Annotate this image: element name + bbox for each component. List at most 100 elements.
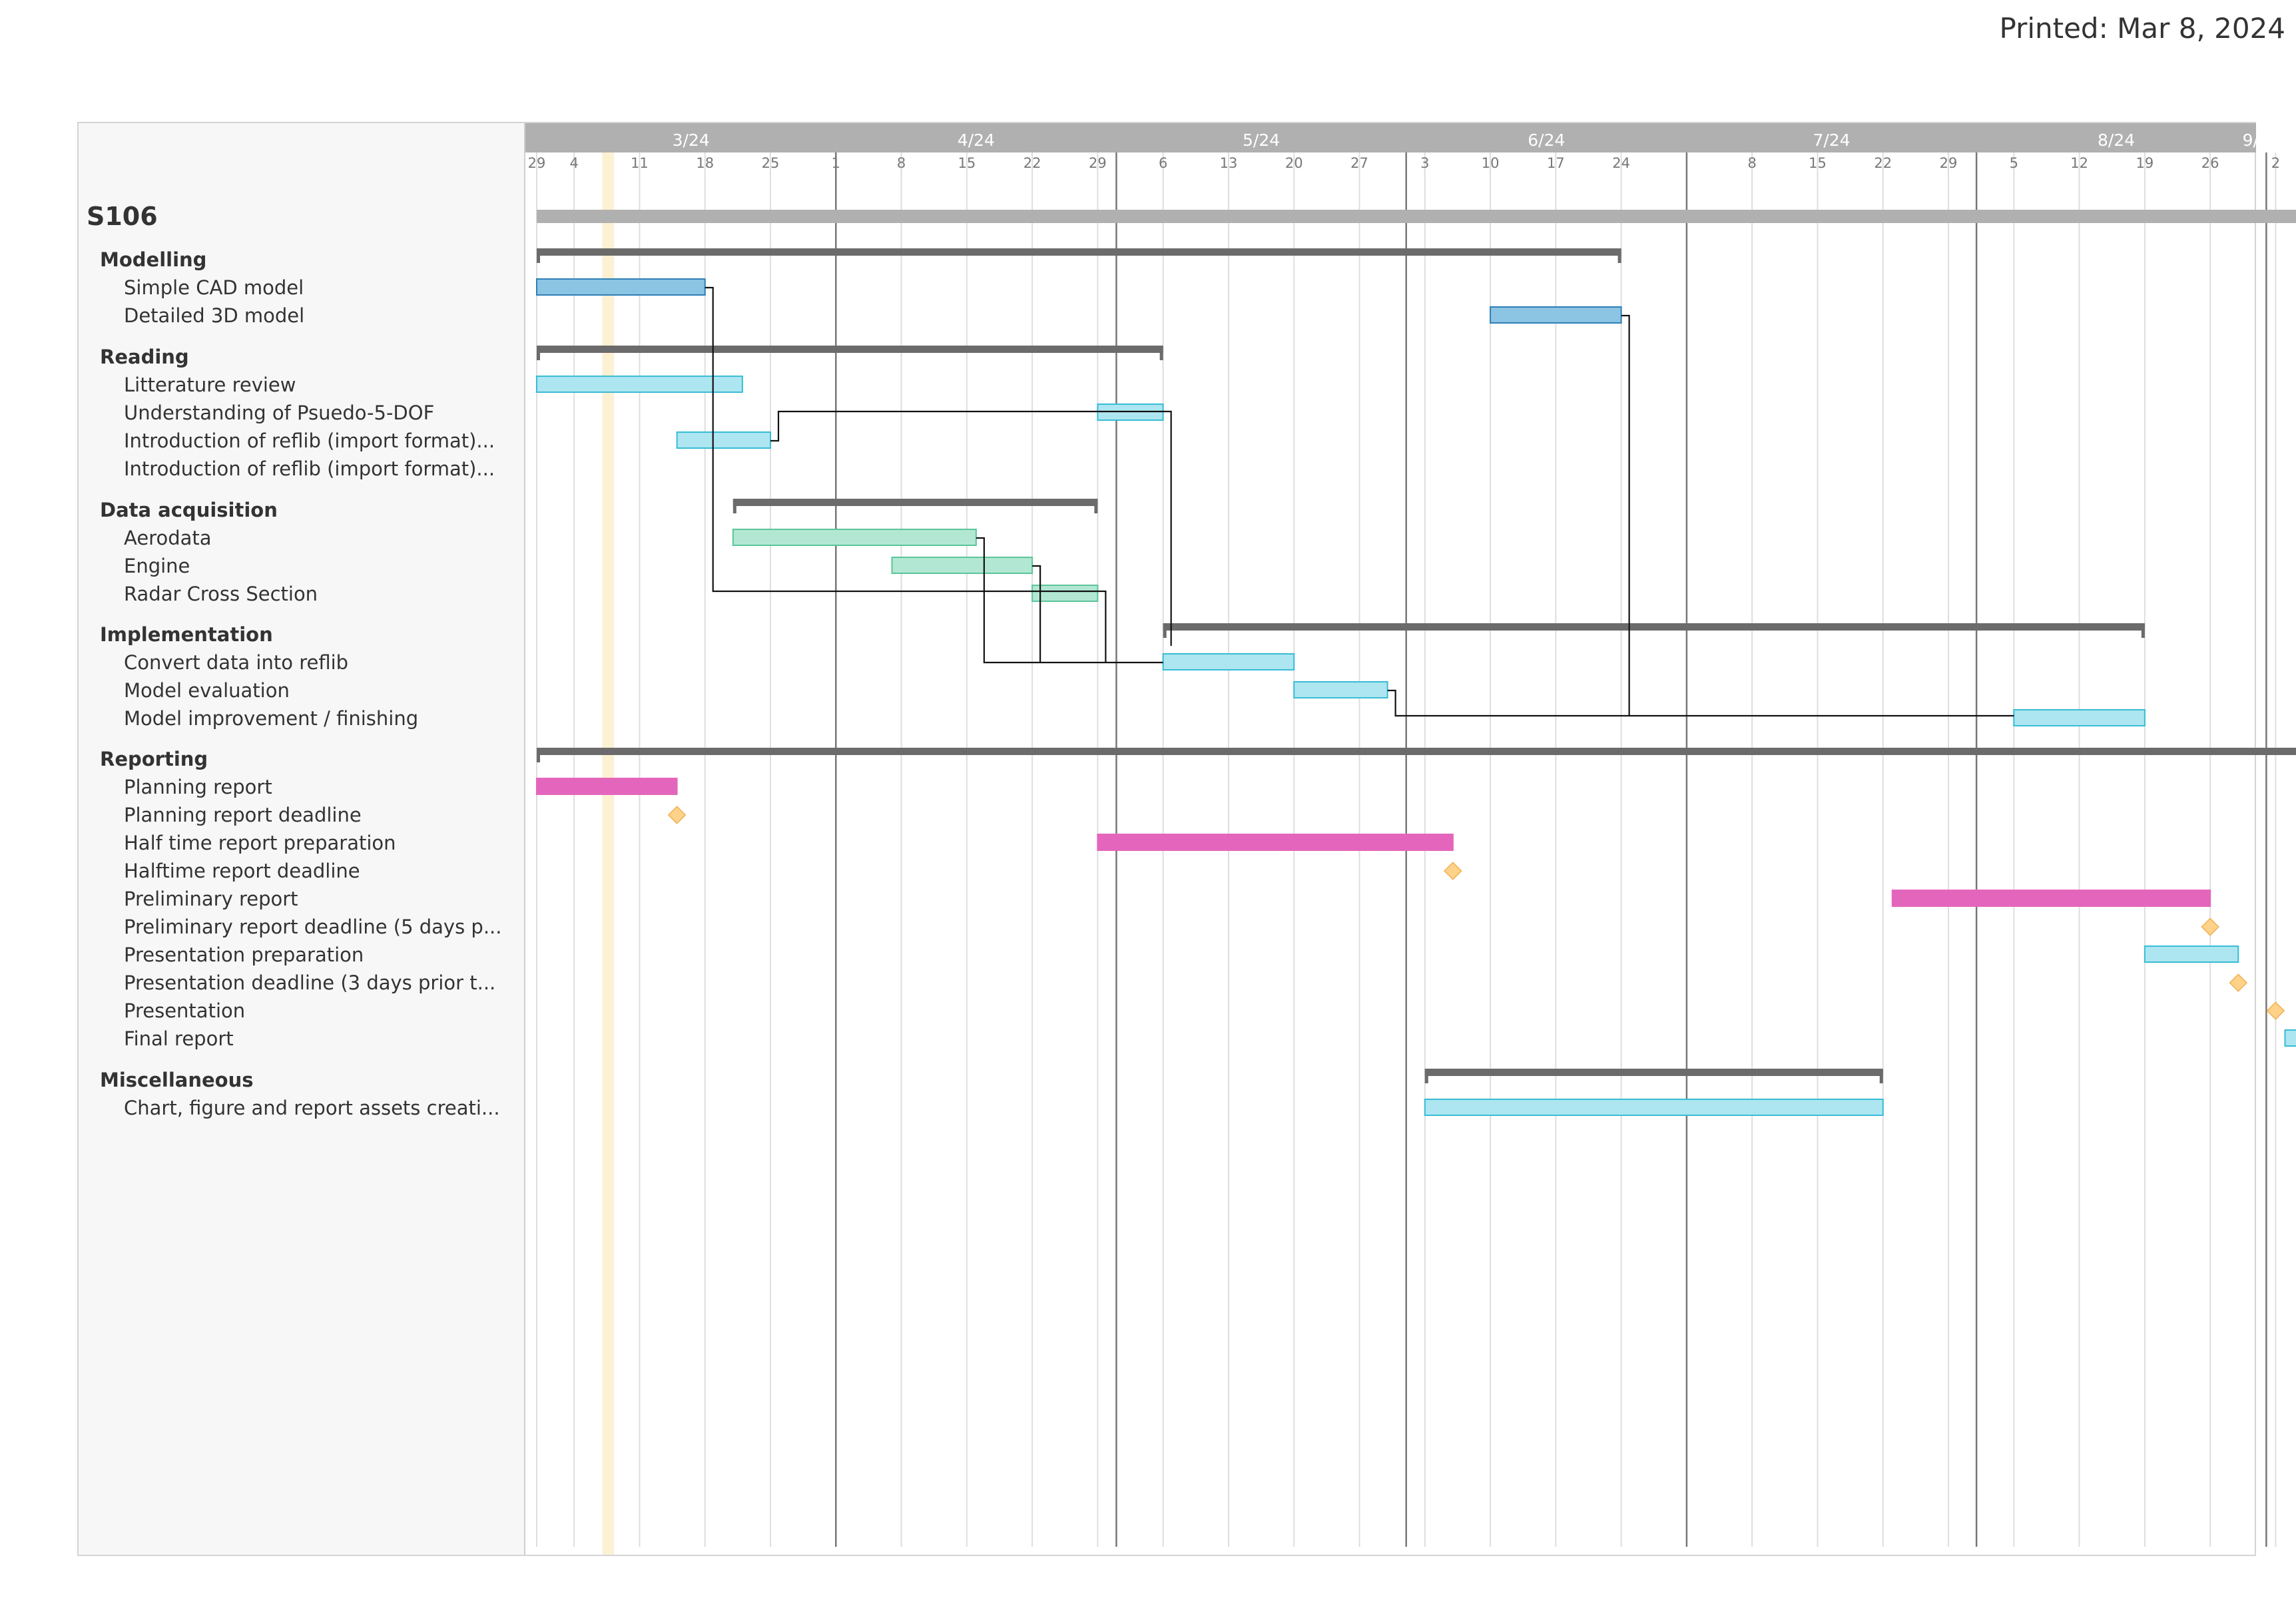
task-label[interactable]: Engine [124,555,190,577]
group-summary-cap [1424,1069,1428,1083]
week-tick-label: 13 [1220,155,1238,171]
group-label-modelling[interactable]: Modelling [100,248,207,271]
task-label[interactable]: Preliminary report [124,888,298,910]
week-tick-label: 2 [2271,155,2280,171]
task-bar-model-evaluation [1293,681,1388,698]
task-label[interactable]: Simple CAD model [124,276,304,299]
milestone-diamond [667,806,687,824]
week-tick-label: 22 [1874,155,1892,171]
task-label[interactable]: Model evaluation [124,679,290,702]
group-summary-bar [1424,1069,1883,1076]
task-label[interactable]: Model improvement / finishing [124,707,419,730]
dependency-connector [1032,565,1041,663]
week-tick-label: 8 [897,155,906,171]
task-label[interactable]: Presentation preparation [124,943,364,966]
month-label: 3/24 [673,131,710,150]
task-label[interactable]: Introduction of reflib (import format)..… [124,457,495,480]
today-highlight [602,152,615,1555]
week-tick-label: 20 [1285,155,1303,171]
task-label[interactable]: Halftime report deadline [124,860,360,882]
task-bar-engine [891,557,1033,574]
dependency-connector [1621,314,1630,716]
week-tick-label: 3 [1420,155,1429,171]
milestone-diamond [2201,918,2219,936]
group-label-reading[interactable]: Reading [100,346,189,368]
task-label[interactable]: Understanding of Psuedo-5-DOF [124,402,435,424]
task-bar-convert-data-into-reflib [1162,653,1295,670]
task-label[interactable]: Radar Cross Section [124,583,318,605]
group-summary-cap [1879,1069,1883,1083]
task-bar-aerodata [732,529,977,546]
month-label: 7/24 [1813,131,1850,150]
task-label[interactable]: Presentation deadline (3 days prior t... [124,971,496,994]
milestone-diamond [2266,1001,2285,1020]
milestone-diamond [2229,973,2248,992]
task-label[interactable]: Presentation [124,999,246,1022]
month-label: 5/24 [1243,131,1280,150]
group-label-reporting[interactable]: Reporting [100,748,208,770]
group-summary-cap [1094,499,1098,513]
task-label[interactable]: Aerodata [124,527,212,549]
task-label[interactable]: Planning report [124,776,272,798]
week-tick-label: 22 [1023,155,1041,171]
week-tick-label: 17 [1547,155,1565,171]
task-label[interactable]: Convert data into reflib [124,651,349,674]
task-label[interactable]: Introduction of reflib (import format)..… [124,429,495,452]
group-label-implementation[interactable]: Implementation [100,623,273,646]
group-summary-cap [1159,346,1163,360]
dependency-connector [770,410,1172,646]
task-bar-planning-report [536,778,678,795]
month-header-bar [525,123,2256,152]
task-label[interactable]: Half time report preparation [124,832,396,854]
month-label: 8/24 [2098,131,2135,150]
week-tick-label: 29 [1089,155,1107,171]
week-tick-label: 11 [631,155,649,171]
month-label: 6/24 [1528,131,1565,150]
group-summary-cap [2141,623,2145,638]
week-tick-label: 12 [2070,155,2088,171]
week-tick-label: 6 [1159,155,1167,171]
week-tick-label: 5 [2010,155,2018,171]
printed-date: Printed: Mar 8, 2024 [1999,12,2285,45]
group-summary-cap [732,499,736,513]
task-bar-chart-figure-assets [1424,1099,1884,1116]
dependency-connector [705,286,1107,663]
project-summary-bar [537,210,2296,223]
task-label[interactable]: Chart, figure and report assets creati..… [124,1097,500,1119]
group-label-data-acquisition[interactable]: Data acquisition [100,499,278,521]
task-label[interactable]: Final report [124,1027,234,1050]
week-tick-label: 10 [1482,155,1500,171]
task-bar-radar-cross-section [1031,585,1099,602]
group-summary-bar [1163,623,2145,631]
group-summary-cap [537,248,540,263]
dependency-connector [1387,689,2014,717]
group-summary-bar [732,499,1098,506]
project-name[interactable]: S106 [87,202,158,231]
group-summary-cap [537,748,540,762]
task-label[interactable]: Planning report deadline [124,804,362,826]
group-summary-bar [537,346,1163,353]
group-summary-bar [537,248,1621,256]
month-label: 4/24 [958,131,995,150]
group-label-miscellaneous[interactable]: Miscellaneous [100,1069,254,1091]
group-summary-cap [537,346,540,360]
task-label[interactable]: Detailed 3D model [124,304,305,327]
milestone-diamond [1444,862,1462,880]
group-summary-cap [1163,623,1167,638]
week-tick-label: 18 [696,155,714,171]
task-bar-half-time-report [1097,834,1454,851]
week-tick-label: 27 [1350,155,1368,171]
group-summary-cap [1617,248,1621,263]
task-label[interactable]: Litterature review [124,374,296,396]
task-bar-introduction-reflib [676,431,771,449]
task-label[interactable]: Preliminary report deadline (5 days p... [124,916,502,938]
month-label: 9/24 [2243,131,2280,150]
task-bar-litterature-review [536,376,743,393]
task-bar-preliminary-report [1891,890,2211,907]
week-tick-label: 24 [1612,155,1630,171]
task-bar-final-report [2284,1029,2296,1047]
week-tick-label: 8 [1748,155,1757,171]
task-bar-detailed-3d-model [1490,306,1622,324]
